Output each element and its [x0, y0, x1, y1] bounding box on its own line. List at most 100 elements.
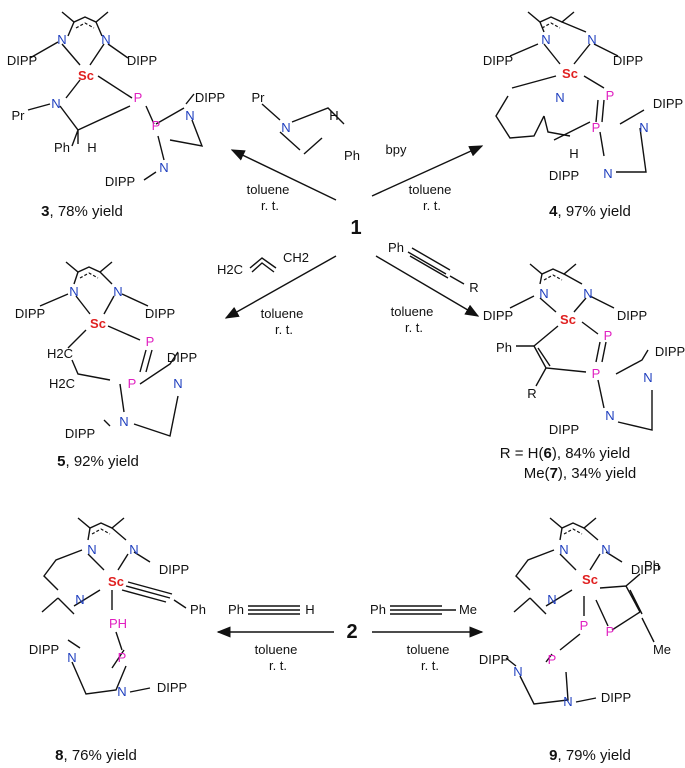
atom-n: N: [129, 542, 138, 557]
phenylacetylene-h-label: H: [305, 602, 314, 617]
atom-sc: Sc: [78, 68, 94, 83]
dipp-label: DIPP: [613, 53, 643, 68]
atom-n: N: [583, 286, 592, 301]
h-label: H: [569, 146, 578, 161]
atom-p: P: [146, 334, 155, 349]
dipp-label: DIPP: [631, 562, 661, 577]
condition-solvent: toluene: [261, 306, 304, 321]
atom-n: N: [67, 650, 76, 665]
dipp-label: DIPP: [7, 53, 37, 68]
atom-sc: Sc: [562, 66, 578, 81]
phenylacetylene-reagent: Ph H: [228, 602, 315, 617]
atom-n: N: [605, 408, 614, 423]
condition-temperature: r. t.: [405, 320, 423, 335]
arrow-to-6-7: [375, 255, 480, 317]
imine-n-label: N: [281, 120, 290, 135]
propyne-reagent: Ph Me: [370, 602, 477, 617]
compound-3-caption: 3, 78% yield: [41, 203, 123, 220]
dipp-label: DIPP: [127, 53, 157, 68]
condition-solvent: toluene: [255, 642, 298, 657]
atom-n: N: [639, 120, 648, 135]
atom-n: N: [643, 370, 652, 385]
atom-n: N: [559, 542, 568, 557]
r-label: R: [527, 386, 536, 401]
ph-label: Ph: [54, 140, 70, 155]
atom-sc: Sc: [560, 312, 576, 327]
atom-n: N: [119, 414, 128, 429]
alkyne-reagent: Ph R: [388, 240, 479, 295]
imine-pr-label: Pr: [252, 90, 266, 105]
atom-n: N: [69, 284, 78, 299]
dipp-label: DIPP: [195, 90, 225, 105]
atom-n: N: [555, 90, 564, 105]
atom-n: N: [513, 664, 522, 679]
atom-n: N: [113, 284, 122, 299]
atom-sc: Sc: [582, 572, 598, 587]
compound-4-caption: 4, 97% yield: [549, 203, 631, 220]
h2c-label: H2C: [49, 376, 75, 391]
h2c-label: H2C: [47, 346, 73, 361]
dipp-label: DIPP: [549, 422, 579, 437]
atom-n: N: [185, 108, 194, 123]
imine-reagent: Pr N H Ph: [252, 90, 360, 163]
condition-solvent: toluene: [407, 642, 450, 657]
atom-n: N: [539, 286, 548, 301]
ethylene-h2c-label: H2C: [217, 262, 243, 277]
ph-label: Ph: [644, 558, 660, 573]
h-label: H: [87, 140, 96, 155]
bpy-reagent: bpy: [386, 142, 407, 157]
atom-n: N: [87, 542, 96, 557]
condition-solvent: toluene: [409, 182, 452, 197]
dipp-label: DIPP: [145, 306, 175, 321]
atom-n: N: [101, 32, 110, 47]
atom-n: N: [601, 542, 610, 557]
condition-temperature: r. t.: [275, 322, 293, 337]
compound-9-caption: 9, 79% yield: [549, 747, 631, 764]
atom-p: P: [134, 90, 143, 105]
condition-solvent: toluene: [247, 182, 290, 197]
atom-n: N: [117, 684, 126, 699]
condition-solvent: toluene: [391, 304, 434, 319]
atom-n: N: [159, 160, 168, 175]
atom-p: P: [592, 120, 601, 135]
ph-label: Ph: [190, 602, 206, 617]
propyne-ph-label: Ph: [370, 602, 386, 617]
compound-7-caption: Me(7), 34% yield: [524, 465, 637, 482]
compound-9: N N DIPP Sc Ph N P P Me P DIPP N N DIPP …: [479, 517, 671, 764]
arrow-to-5: [224, 255, 337, 319]
imine-h-label: H: [329, 108, 338, 123]
starting-material-2: 2: [346, 621, 357, 643]
atom-n: N: [603, 166, 612, 181]
propyne-me-label: Me: [459, 602, 477, 617]
atom-p: P: [152, 118, 161, 133]
compound-5: N N DIPP DIPP Sc P H2C DIPP H2C P N N DI…: [15, 261, 197, 470]
arrow-to-3: [230, 149, 337, 201]
dipp-label: DIPP: [653, 96, 683, 111]
pr-label: Pr: [12, 108, 26, 123]
atom-n: N: [547, 592, 556, 607]
dipp-label: DIPP: [617, 308, 647, 323]
dipp-label: DIPP: [549, 168, 579, 183]
atom-p: P: [118, 650, 127, 665]
condition-temperature: r. t.: [269, 658, 287, 673]
compound-8: N N DIPP Sc N Ph PH DIPP P N N DIPP 8, 7…: [29, 517, 206, 764]
dipp-label: DIPP: [105, 174, 135, 189]
compound-3: N N DIPP DIPP Sc N P Pr P N DIPP Ph H N …: [7, 11, 225, 220]
alkyne-ph-label: Ph: [388, 240, 404, 255]
atom-n: N: [57, 32, 66, 47]
atom-p: P: [128, 376, 137, 391]
atom-p: P: [580, 618, 589, 633]
atom-p: P: [548, 652, 557, 667]
me-label: Me: [653, 642, 671, 657]
atom-n: N: [587, 32, 596, 47]
atom-n: N: [563, 694, 572, 709]
ethylene-reagent: H2C CH2: [217, 250, 309, 277]
atom-n: N: [173, 376, 182, 391]
condition-temperature: r. t.: [261, 198, 279, 213]
atom-p: P: [606, 88, 615, 103]
dipp-label: DIPP: [65, 426, 95, 441]
atom-n: N: [541, 32, 550, 47]
dipp-label: DIPP: [167, 350, 197, 365]
starting-material-1: 1: [350, 217, 361, 239]
atom-n: N: [75, 592, 84, 607]
